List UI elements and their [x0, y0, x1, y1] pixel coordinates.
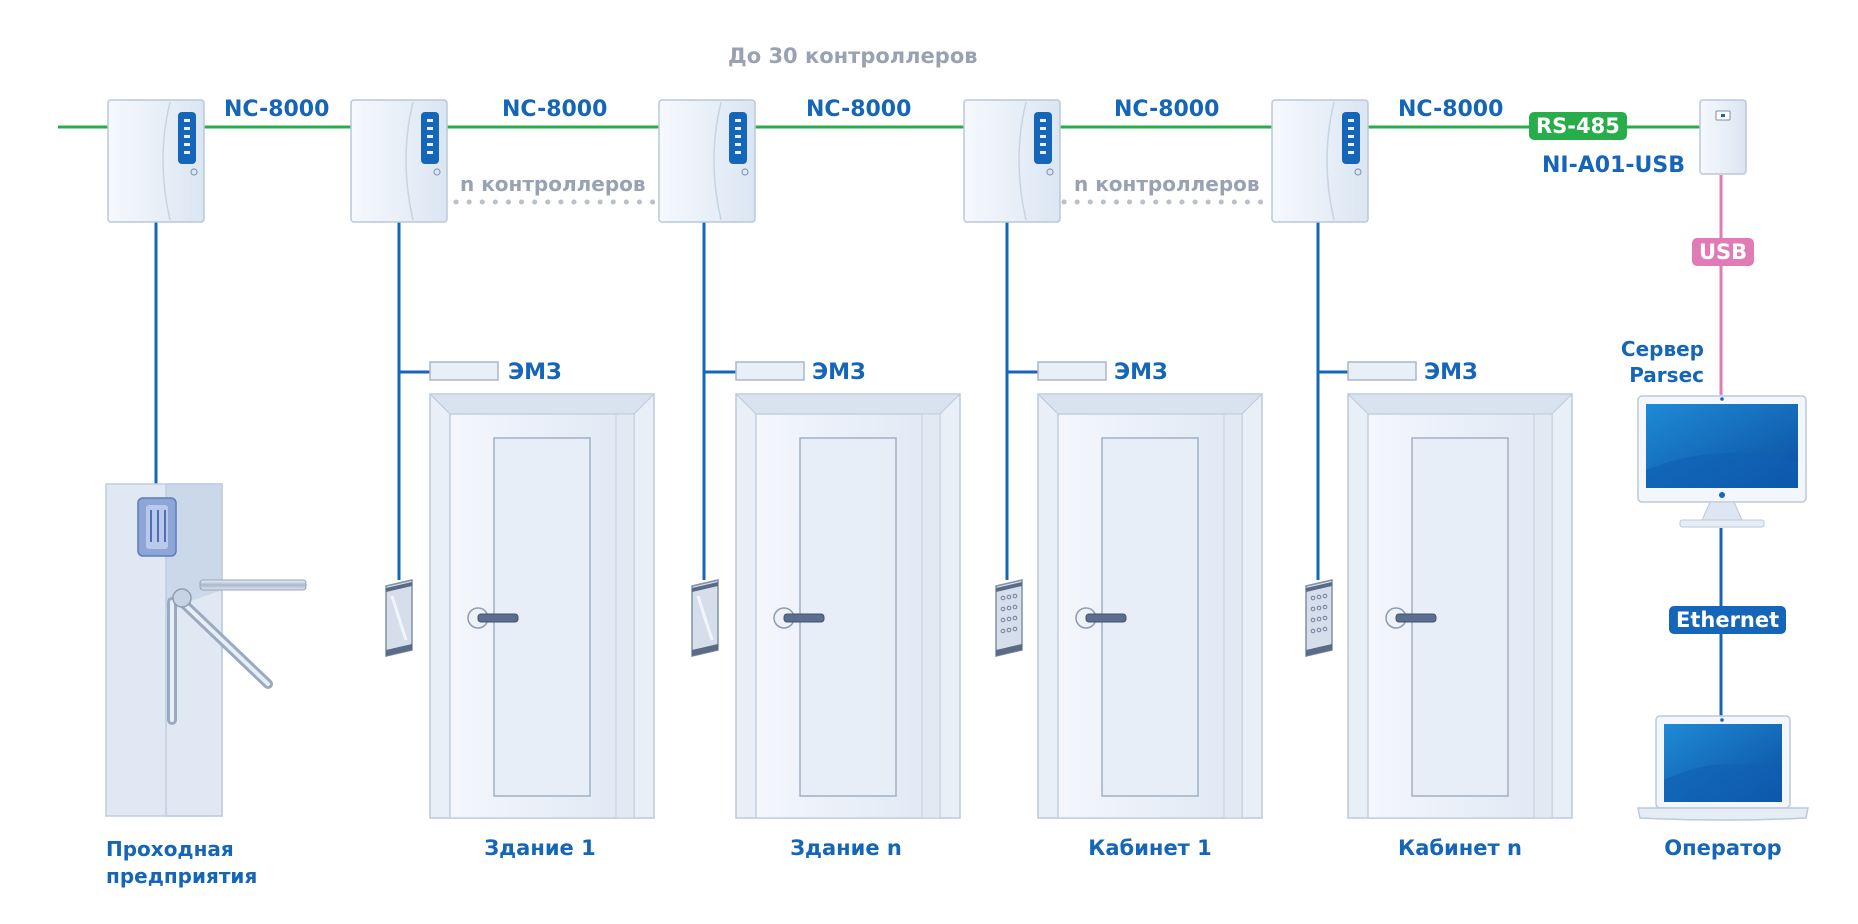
turnstile-caption-line1: Проходная	[106, 837, 234, 861]
monitor-icon	[1637, 395, 1807, 528]
server-label-line1: Сервер	[1620, 337, 1704, 361]
usb-badge: USB	[1692, 238, 1755, 266]
n-controllers-label-1: n контроллеров	[460, 172, 646, 196]
turnstile-caption-line2: предприятия	[106, 864, 258, 888]
door4-caption: Кабинет n	[1398, 836, 1522, 860]
door3-caption: Кабинет 1	[1088, 836, 1212, 860]
controller-icon	[963, 99, 1061, 223]
magnetic-lock-icon	[1347, 361, 1417, 381]
magnetic-lock-icon	[735, 361, 805, 381]
door-icon	[1036, 393, 1264, 819]
usb-converter-icon	[1699, 99, 1747, 175]
turnstile-icon	[105, 483, 307, 817]
door-icon	[1346, 393, 1574, 819]
server-label-line2: Parsec	[1629, 363, 1704, 387]
lock-label-1: ЭМЗ	[508, 360, 562, 385]
magnetic-lock-icon	[1037, 361, 1107, 381]
magnetic-lock-icon	[429, 361, 499, 381]
bus-label-1: NC-8000	[224, 97, 330, 122]
operator-caption: Оператор	[1664, 836, 1782, 860]
lock-label-4: ЭМЗ	[1424, 360, 1478, 385]
rs485-badge: RS-485	[1529, 112, 1627, 140]
controller-icon	[1271, 99, 1369, 223]
bus-label-3: NC-8000	[806, 97, 912, 122]
door-icon	[734, 393, 962, 819]
laptop-icon	[1637, 715, 1809, 821]
card-reader-icon	[385, 579, 413, 657]
server-label: Сервер Parsec	[1618, 336, 1704, 388]
door-icon	[428, 393, 656, 819]
controller-icon	[350, 99, 448, 223]
card-reader-icon	[691, 579, 719, 657]
keypad-reader-icon	[995, 579, 1023, 657]
controller-icon	[658, 99, 756, 223]
bus-label-2: NC-8000	[502, 97, 608, 122]
converter-label: NI-A01-USB	[1542, 153, 1685, 178]
max-controllers-label: До 30 контроллеров	[728, 44, 978, 68]
keypad-reader-icon	[1305, 579, 1333, 657]
bus-label-5: NC-8000	[1398, 97, 1504, 122]
ethernet-badge: Ethernet	[1669, 606, 1787, 634]
n-controllers-label-2: n контроллеров	[1074, 172, 1260, 196]
lock-label-3: ЭМЗ	[1114, 360, 1168, 385]
turnstile-caption: Проходная предприятия	[106, 836, 257, 890]
door1-caption: Здание 1	[484, 836, 596, 860]
bus-label-4: NC-8000	[1114, 97, 1220, 122]
lock-label-2: ЭМЗ	[812, 360, 866, 385]
door2-caption: Здание n	[790, 836, 902, 860]
controller-icon	[107, 99, 205, 223]
